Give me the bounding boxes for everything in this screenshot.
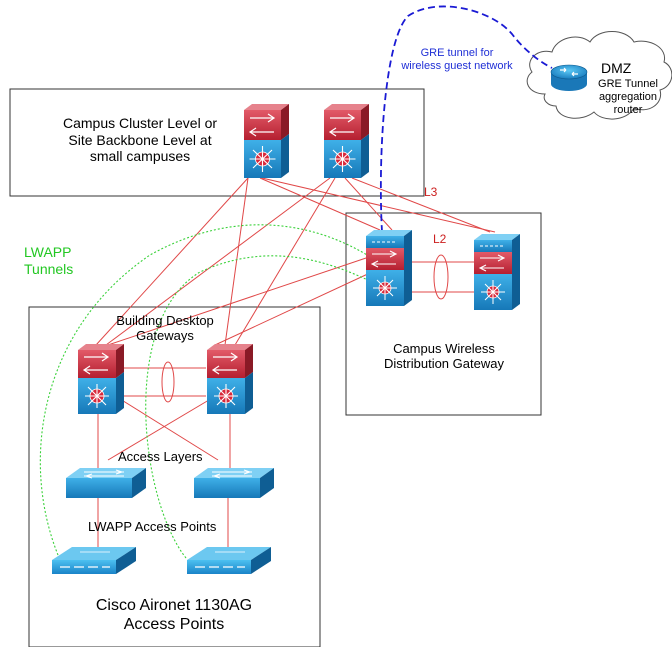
core-switch-left-icon (244, 104, 289, 178)
access-layers-label: Access Layers (118, 449, 203, 464)
dmz-desc-line-2: aggregation (598, 90, 658, 103)
access-point-right-icon (187, 547, 271, 574)
lwapp-tunnels-line-1: LWAPP (24, 244, 72, 260)
campus-cluster-box (9, 88, 425, 197)
lwapp-tunnels-line-2: Tunnels (24, 260, 74, 277)
campus-cluster-label: Campus Cluster Level or Site Backbone Le… (36, 115, 244, 165)
access-point-left-icon (52, 547, 136, 574)
building-box (28, 306, 321, 647)
campus-cluster-line-3: small campuses (89, 148, 191, 165)
gre-tunnel-line (379, 5, 553, 233)
campus-cluster-line-1: Campus Cluster Level or (62, 115, 218, 131)
aironet-line-1: Cisco Aironet 1130AG (95, 597, 253, 614)
access-switch-left-icon (66, 468, 146, 498)
core-switch-right-icon (324, 104, 369, 178)
lwapp-tunnels-label: LWAPP Tunnels (24, 244, 73, 277)
wireless-gateway-box (345, 212, 542, 416)
l3-label: L3 (424, 185, 438, 199)
gre-tunnel-line-2: wireless guest network (401, 59, 513, 72)
gre-aggregation-router-icon (550, 64, 588, 91)
wireless-gateway-line-2: Distribution Gateway (384, 356, 504, 372)
lwapp-access-points-label: LWAPP Access Points (88, 519, 217, 534)
dmz-title: DMZ (601, 60, 632, 76)
wireless-gateway-label: Campus Wireless Distribution Gateway (360, 341, 528, 372)
access-switch-right-icon (194, 468, 274, 498)
dmz-cloud-icon (526, 31, 672, 120)
building-gateways-line-1: Building Desktop (116, 313, 214, 328)
wireless-gateway-switch-left-icon (366, 230, 412, 306)
aironet-label: Cisco Aironet 1130AG Access Points (54, 597, 294, 635)
gre-tunnel-label: GRE tunnel for wireless guest network (387, 47, 527, 73)
etherchannel-building (161, 361, 175, 403)
building-gateway-switch-right-icon (207, 344, 253, 414)
wireless-gateway-switch-right-icon (474, 234, 520, 310)
building-gateways-label: Building Desktop Gateways (100, 313, 230, 344)
gre-tunnel-line-1: GRE tunnel for (420, 47, 494, 59)
dmz-description: GRE Tunnel aggregation router (596, 78, 660, 117)
dmz-desc-line-3: router (613, 103, 643, 116)
aironet-line-2: Access Points (123, 615, 225, 633)
l2-label: L2 (433, 232, 447, 246)
etherchannel-l2 (433, 254, 449, 300)
dmz-desc-line-1: GRE Tunnel (598, 78, 658, 90)
campus-cluster-line-2: Site Backbone Level at (68, 131, 212, 148)
building-gateways-line-2: Gateways (136, 328, 194, 344)
wireless-gateway-line-1: Campus Wireless (393, 341, 495, 356)
building-gateway-switch-left-icon (78, 344, 124, 414)
lwapp-tunnels (39, 224, 373, 559)
